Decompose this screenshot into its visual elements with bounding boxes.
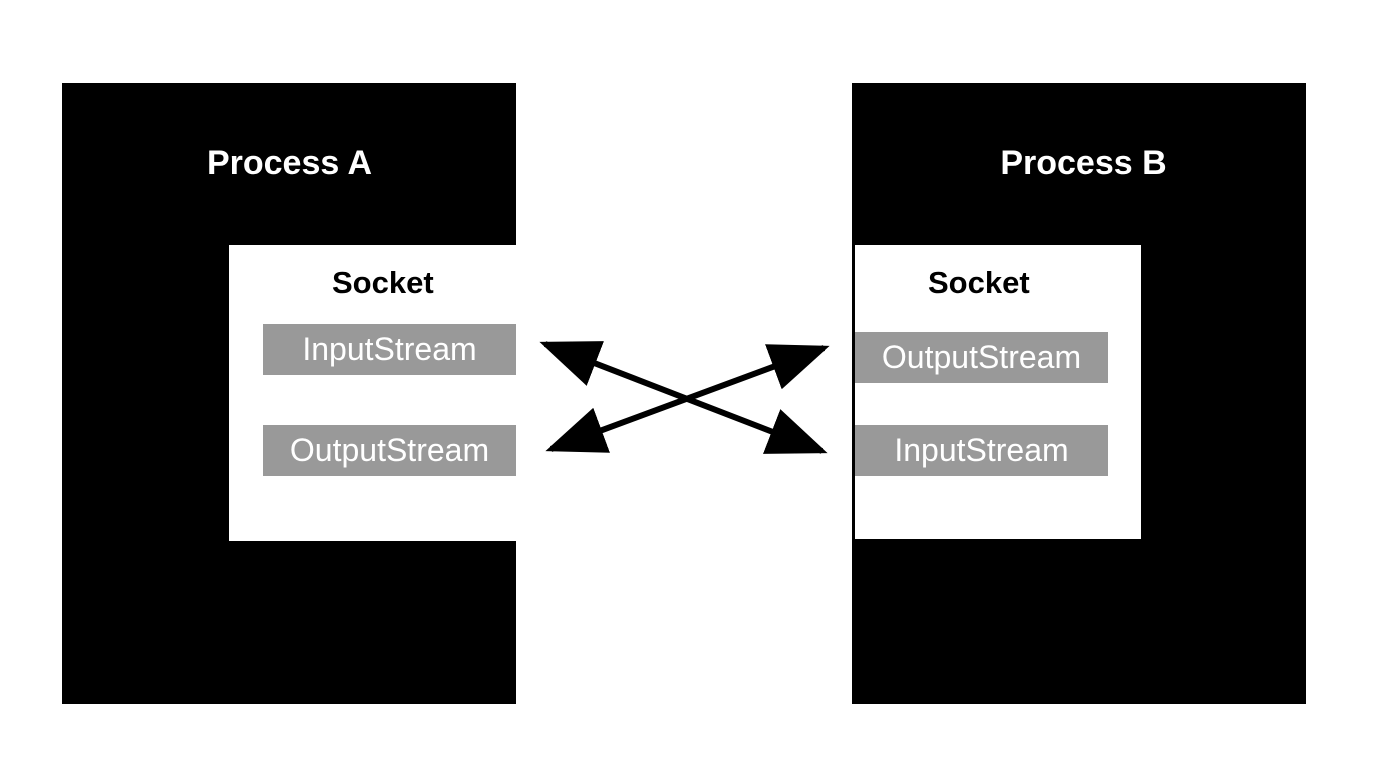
process-b-title: Process B [1000, 144, 1167, 182]
process-a-output-stream: OutputStream [263, 425, 516, 476]
process-b-socket: Socket OutputStream InputStream [855, 245, 1141, 539]
process-b-input-stream: InputStream [855, 425, 1108, 476]
process-a-socket-title: Socket [332, 265, 434, 300]
process-b-socket-title: Socket [928, 265, 1030, 300]
process-a-input-stream: InputStream [263, 324, 516, 375]
process-a-title: Process A [206, 144, 373, 182]
process-b-output-stream: OutputStream [855, 332, 1108, 383]
process-b-box: Process B Socket OutputStream InputStrea… [852, 83, 1306, 704]
process-a-socket: Socket InputStream OutputStream [229, 245, 516, 541]
process-a-box: Process A Socket InputStream OutputStrea… [62, 83, 516, 704]
arrow-a-input-to-b-input [539, 341, 828, 454]
arrow-a-output-to-b-output [545, 344, 830, 453]
